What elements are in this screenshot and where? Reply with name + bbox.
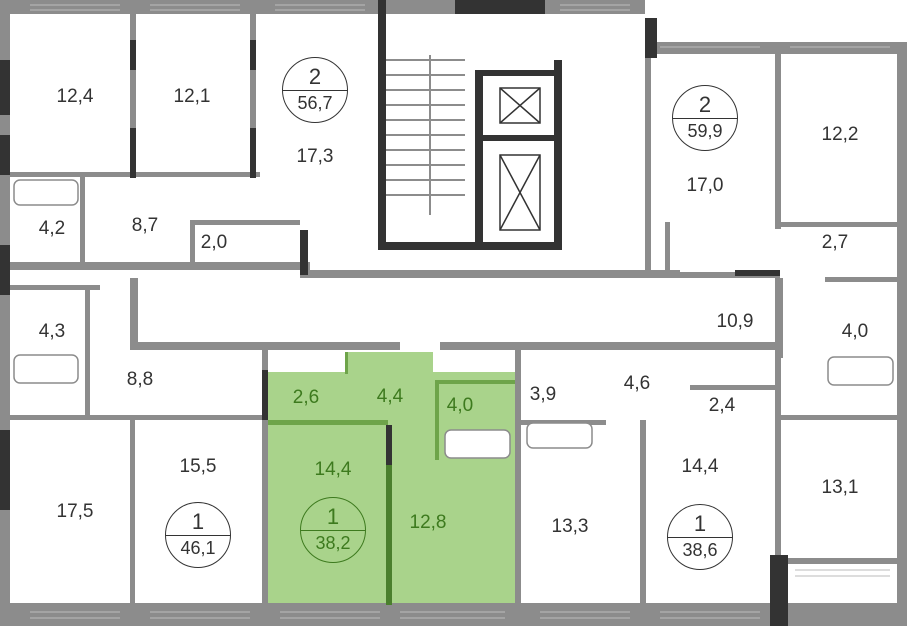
apartment-area: 38,2 (315, 533, 351, 553)
room-count: 2 (698, 92, 712, 117)
room-area: 14,4 (681, 456, 719, 477)
room-area: 17,5 (56, 501, 94, 522)
room-area: 12,1 (173, 86, 211, 107)
room-area: 12,4 (56, 86, 94, 107)
room-area: 2,7 (821, 232, 849, 253)
room-count: 2 (308, 64, 322, 89)
windows (30, 4, 890, 619)
apartment-area: 38,6 (682, 540, 718, 560)
room-area: 3,9 (529, 384, 557, 405)
room-count: 1 (191, 509, 205, 534)
room-area: 12,2 (821, 124, 859, 145)
staircase (386, 55, 465, 215)
elevators (499, 87, 541, 231)
structural-walls (0, 0, 788, 626)
room-area: 4,0 (446, 395, 474, 416)
room-area: 13,3 (551, 516, 589, 537)
room-area: 4,4 (376, 386, 404, 407)
room-area: 4,3 (38, 321, 66, 342)
room-area: 12,8 (409, 512, 447, 533)
room-area: 8,8 (126, 369, 154, 390)
bathtubs (13, 179, 894, 459)
room-area: 4,2 (38, 218, 66, 239)
apartment-area: 59,9 (687, 121, 723, 141)
room-area: 17,0 (686, 175, 724, 196)
apartment-area: 56,7 (297, 93, 333, 113)
highlighted-apartment[interactable] (268, 352, 518, 605)
room-area: 13,1 (821, 477, 859, 498)
room-area: 4,0 (841, 321, 869, 342)
apartment-area: 46,1 (180, 538, 216, 558)
room-area: 4,6 (623, 373, 651, 394)
room-area: 2,6 (292, 387, 320, 408)
room-area: 15,5 (179, 456, 217, 477)
room-area: 10,9 (716, 311, 754, 332)
room-area: 2,4 (708, 395, 736, 416)
room-count: 1 (693, 511, 707, 536)
room-area: 17,3 (296, 146, 334, 167)
room-area: 14,4 (314, 459, 352, 480)
room-area: 2,0 (200, 232, 228, 253)
room-area: 8,7 (131, 215, 159, 236)
room-count: 1 (326, 504, 340, 529)
